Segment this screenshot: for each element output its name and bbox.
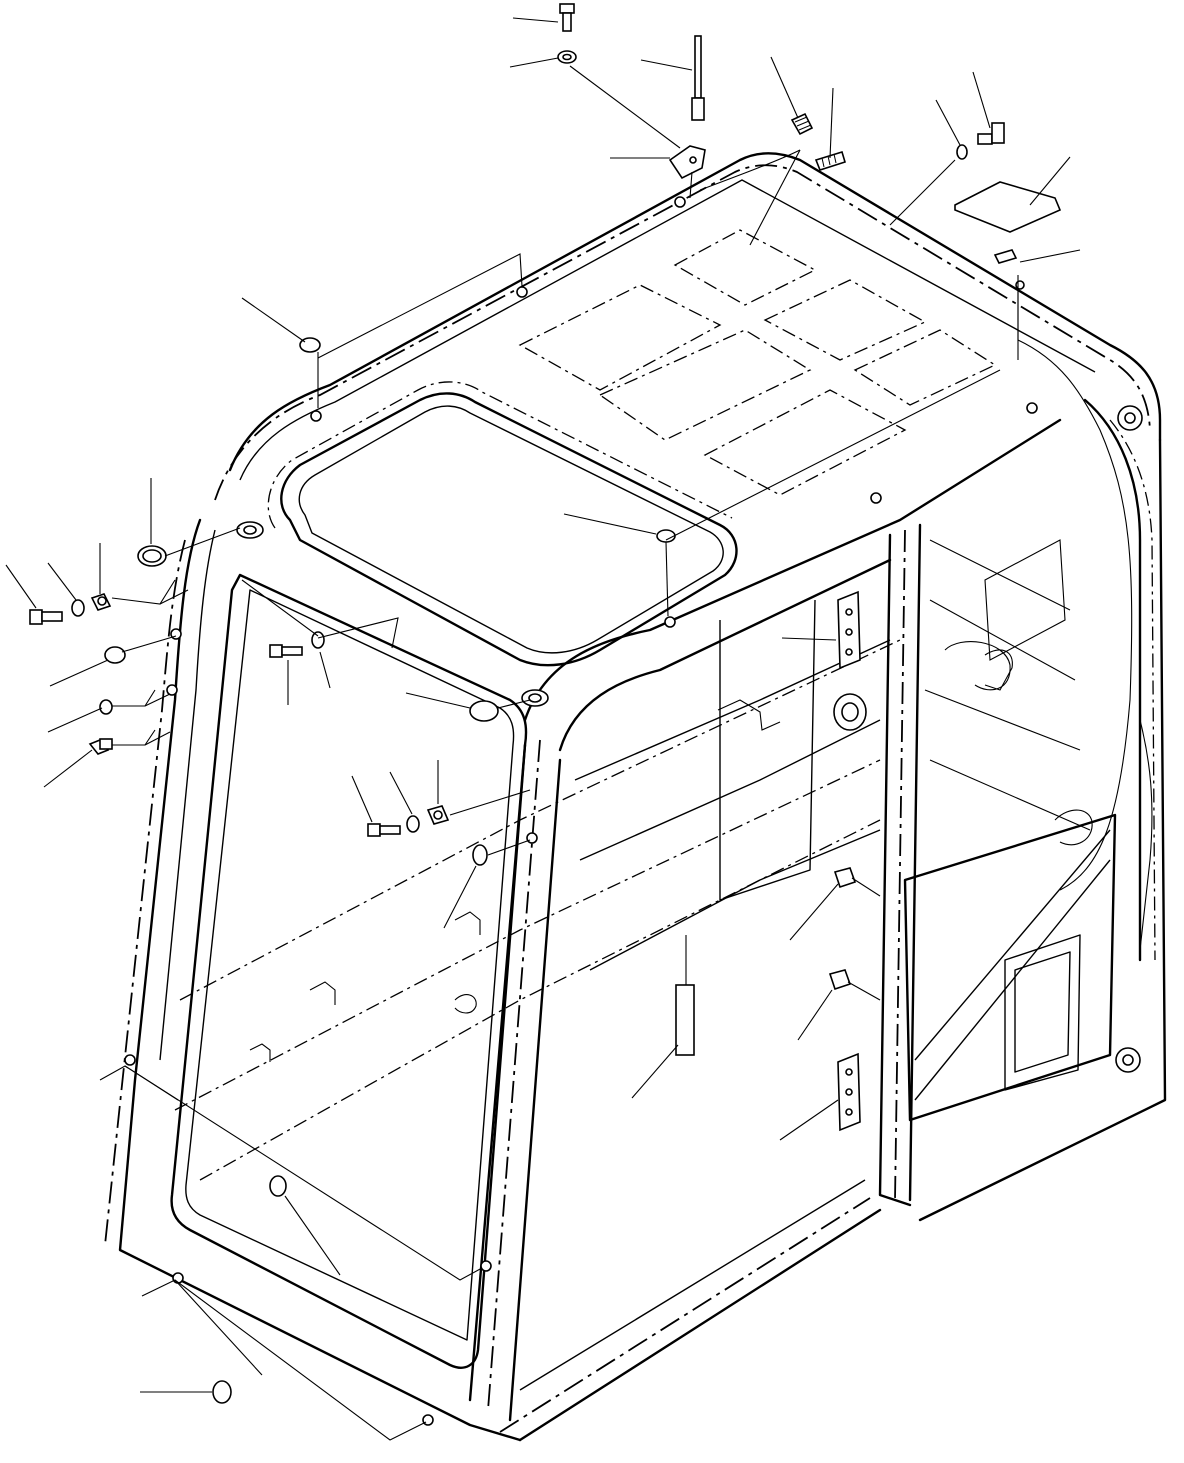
antenna-bracket-icon [668,145,706,180]
right-rear-pillar [878,533,912,1207]
center-pillar [523,418,1062,722]
side-panel [903,813,1117,1122]
front-window [170,573,528,1369]
window-bolt-icon [269,644,303,658]
hinge-plate-icon [837,590,861,1132]
left-bolt-icon [29,609,63,625]
cab-frame [104,149,1167,1442]
mid-bolt-icon [367,823,401,837]
hex-nut-icon [88,738,113,755]
roof-window [280,392,738,667]
window-washer-icon [311,631,325,649]
interior-structure [174,539,1091,1181]
top-washer-icon [557,50,577,64]
left-front-pillar [118,518,522,1442]
mid-washer-icon [406,815,420,833]
rubber-strip-icon [675,984,695,1056]
left-washer-icon [71,599,85,617]
spring-pin-icon [790,112,814,136]
roof-washer-icon [956,144,968,160]
mount-holes [124,196,1143,1426]
small-cap-icon [99,699,113,715]
leader-lines [5,17,1081,1441]
top-bolt-icon [559,3,575,32]
rear-pillar [1083,398,1142,962]
antenna-cable [699,149,1133,891]
welded-nut-icon [828,867,857,991]
sensor-clip-icon [993,249,1025,290]
decal-sheet-icon [954,181,1062,233]
roll-pin-icon [814,150,846,171]
pillar-details [249,649,1153,1062]
plug-icon [104,337,676,1404]
roof-panels [518,229,997,496]
bottom-rail [518,1208,882,1442]
seal-ring-icon [469,700,499,722]
antenna-rod-icon [691,35,705,121]
grommet-icon [137,545,167,567]
roof-outline [228,152,1162,472]
roof-bolt-icon [977,122,1005,145]
mid-nut-icon [426,805,450,825]
left-nut-icon [90,593,112,611]
